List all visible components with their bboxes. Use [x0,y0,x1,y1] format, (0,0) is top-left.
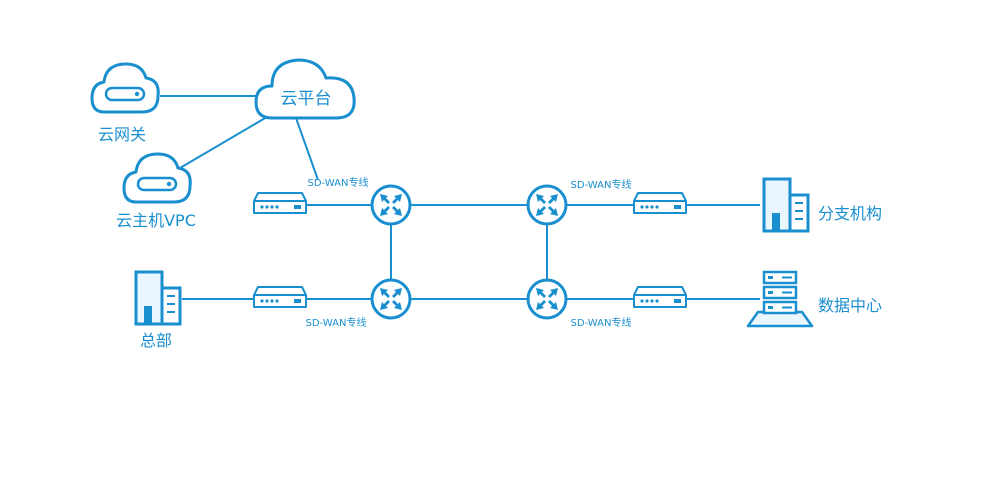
cloud-host-vpc-node: 云主机VPC [116,152,196,230]
branch-label: 分支机构 [818,204,882,223]
sdwan-device-icon [633,286,687,308]
building-icon [134,270,182,326]
headquarters-label: 总部 [140,331,172,350]
sdwan-label-top-right: SD-WAN专线 [571,178,632,191]
gateway-slot-icon [104,86,146,102]
sdwan-label-top-left: SD-WAN专线 [308,176,369,189]
router-icon [370,184,412,226]
router-icon [370,278,412,320]
server-rack-icon [746,270,814,328]
sdwan-device-icon [253,192,307,214]
sdwan-device-icon [253,286,307,308]
router-icon [526,278,568,320]
sdwan-label-bottom-left: SD-WAN专线 [306,316,367,329]
sdwan-label-bottom-right: SD-WAN专线 [571,316,632,329]
cloud-gateway-label: 云网关 [98,125,146,144]
router-icon [526,184,568,226]
branch-node [762,177,810,233]
link-vpc-platform [179,113,273,169]
data-center-label: 数据中心 [818,296,882,315]
cloud-host-vpc-label: 云主机VPC [116,211,196,230]
connection-lines [160,95,760,300]
headquarters-node: 总部 [134,270,182,350]
link-platform-router-tl [295,117,319,181]
data-center-node [746,270,814,328]
cloud-gateway-node: 云网关 [90,62,160,144]
building-icon [762,177,810,233]
cloud-icon [254,58,356,120]
host-slot-icon [136,176,178,192]
sdwan-device-icon [633,192,687,214]
cloud-platform-label: 云平台 [281,89,332,109]
cloud-platform-node: 云平台 [254,58,356,120]
